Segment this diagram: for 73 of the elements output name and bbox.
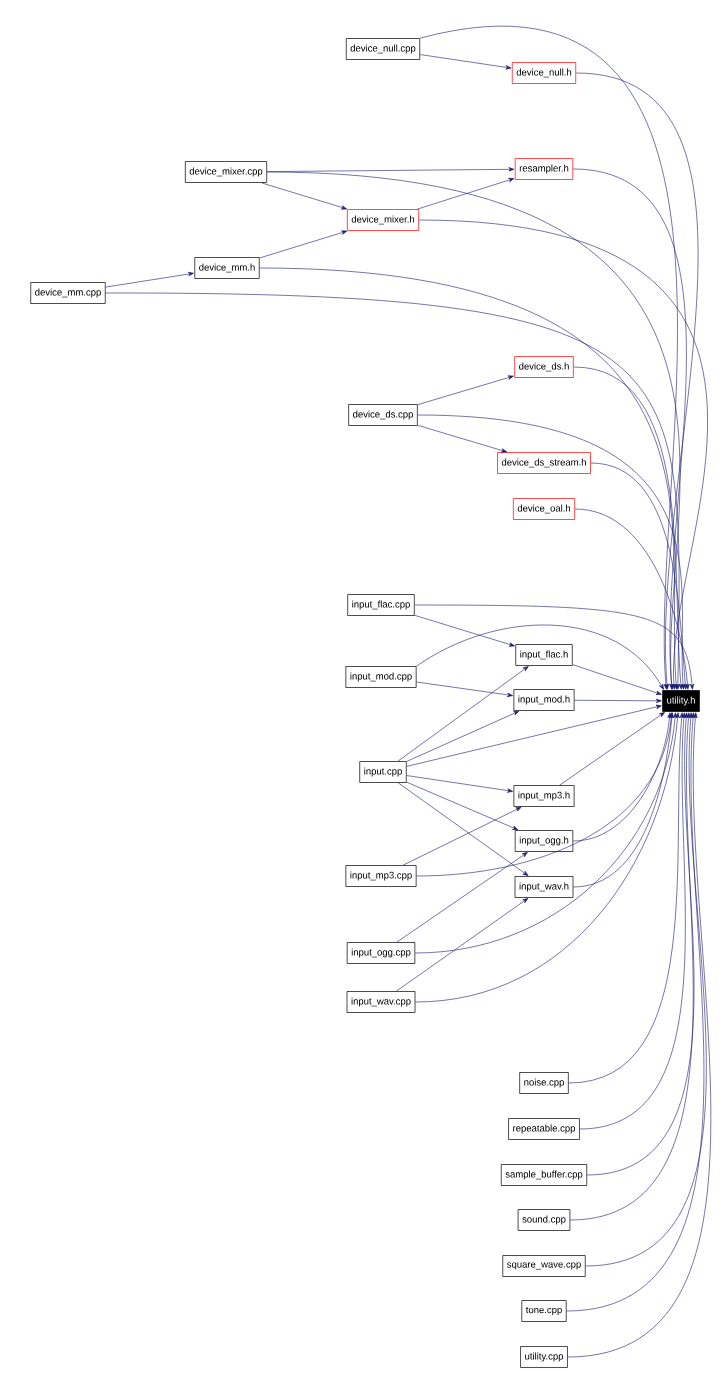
file-box: input_ogg.h <box>514 830 574 852</box>
arrow <box>406 775 513 793</box>
arrow <box>259 230 348 259</box>
file-box: noise.cpp <box>519 1072 569 1094</box>
file-box: device_null.h <box>511 62 577 84</box>
arrow <box>414 615 515 647</box>
file-box: utility.cpp <box>520 1346 568 1368</box>
file-box: input_wav.cpp <box>346 991 416 1013</box>
arrow <box>406 704 662 767</box>
arrow <box>416 681 513 697</box>
arrow <box>568 712 684 1084</box>
arrow <box>105 292 681 690</box>
file-box: input_flac.h <box>515 644 573 666</box>
file-box: input_ogg.cpp <box>346 942 416 964</box>
file-box: sample_buffer.cpp <box>500 1164 588 1186</box>
file-box: device_mixer.cpp <box>184 161 268 183</box>
arrow <box>573 712 674 888</box>
arrow <box>417 414 686 690</box>
file-box: device_mm.h <box>194 257 260 279</box>
arrow <box>396 852 528 943</box>
arrow <box>574 508 690 690</box>
arrow <box>416 712 674 877</box>
arrow <box>572 664 662 695</box>
arrow <box>105 271 194 288</box>
arrow <box>419 25 678 690</box>
file-box: resampler.h <box>514 158 574 180</box>
file-box: input_mp3.cpp <box>345 865 417 887</box>
file-box: device_mm.cpp <box>30 282 106 304</box>
arrow <box>415 712 680 1003</box>
arrow <box>579 712 687 1130</box>
arrow <box>414 712 678 954</box>
file-box: device_ds.h <box>514 356 574 378</box>
arrow <box>402 806 522 866</box>
arrow <box>559 712 665 786</box>
arrow <box>261 182 347 210</box>
arrow <box>572 168 687 690</box>
arrow <box>417 375 514 405</box>
file-box: input.cpp <box>359 761 407 783</box>
file-box: input_mod.h <box>513 689 575 711</box>
file-box: input_mp3.h <box>513 785 575 807</box>
file-box: tone.cpp <box>521 1300 567 1322</box>
file-box: square_wave.cpp <box>502 1255 586 1277</box>
file-box: device_ds.cpp <box>348 404 418 426</box>
file-box: device_null.cpp <box>345 38 421 60</box>
file-box: device_oal.h <box>513 498 576 520</box>
arrow <box>416 178 515 210</box>
file-box: input_flac.cpp <box>347 594 415 616</box>
arrow <box>418 219 708 690</box>
arrow <box>575 72 699 690</box>
file-box: repeatable.cpp <box>508 1118 580 1140</box>
arrow <box>586 712 695 1176</box>
file-box: sound.cpp <box>517 1209 571 1231</box>
arrow <box>406 781 519 831</box>
arrow <box>397 666 529 762</box>
arrow <box>259 267 679 690</box>
arrow <box>419 54 512 70</box>
arrow <box>414 604 695 690</box>
arrow <box>416 624 664 690</box>
file-box: input_mod.cpp <box>345 666 417 688</box>
arrow <box>397 782 529 876</box>
arrow <box>573 366 683 690</box>
file-box: device_mixer.h <box>346 209 420 231</box>
arrow <box>396 898 529 992</box>
arrow <box>406 710 520 762</box>
arrow <box>590 462 688 690</box>
arrow <box>574 698 662 703</box>
arrow <box>417 425 508 453</box>
arrow <box>585 712 707 1267</box>
file-box: input_wav.h <box>514 876 574 898</box>
target-file-box: utility.h <box>662 690 700 712</box>
arrow <box>572 712 672 842</box>
file-box: device_ds_stream.h <box>497 452 591 474</box>
arrow <box>570 712 694 1221</box>
